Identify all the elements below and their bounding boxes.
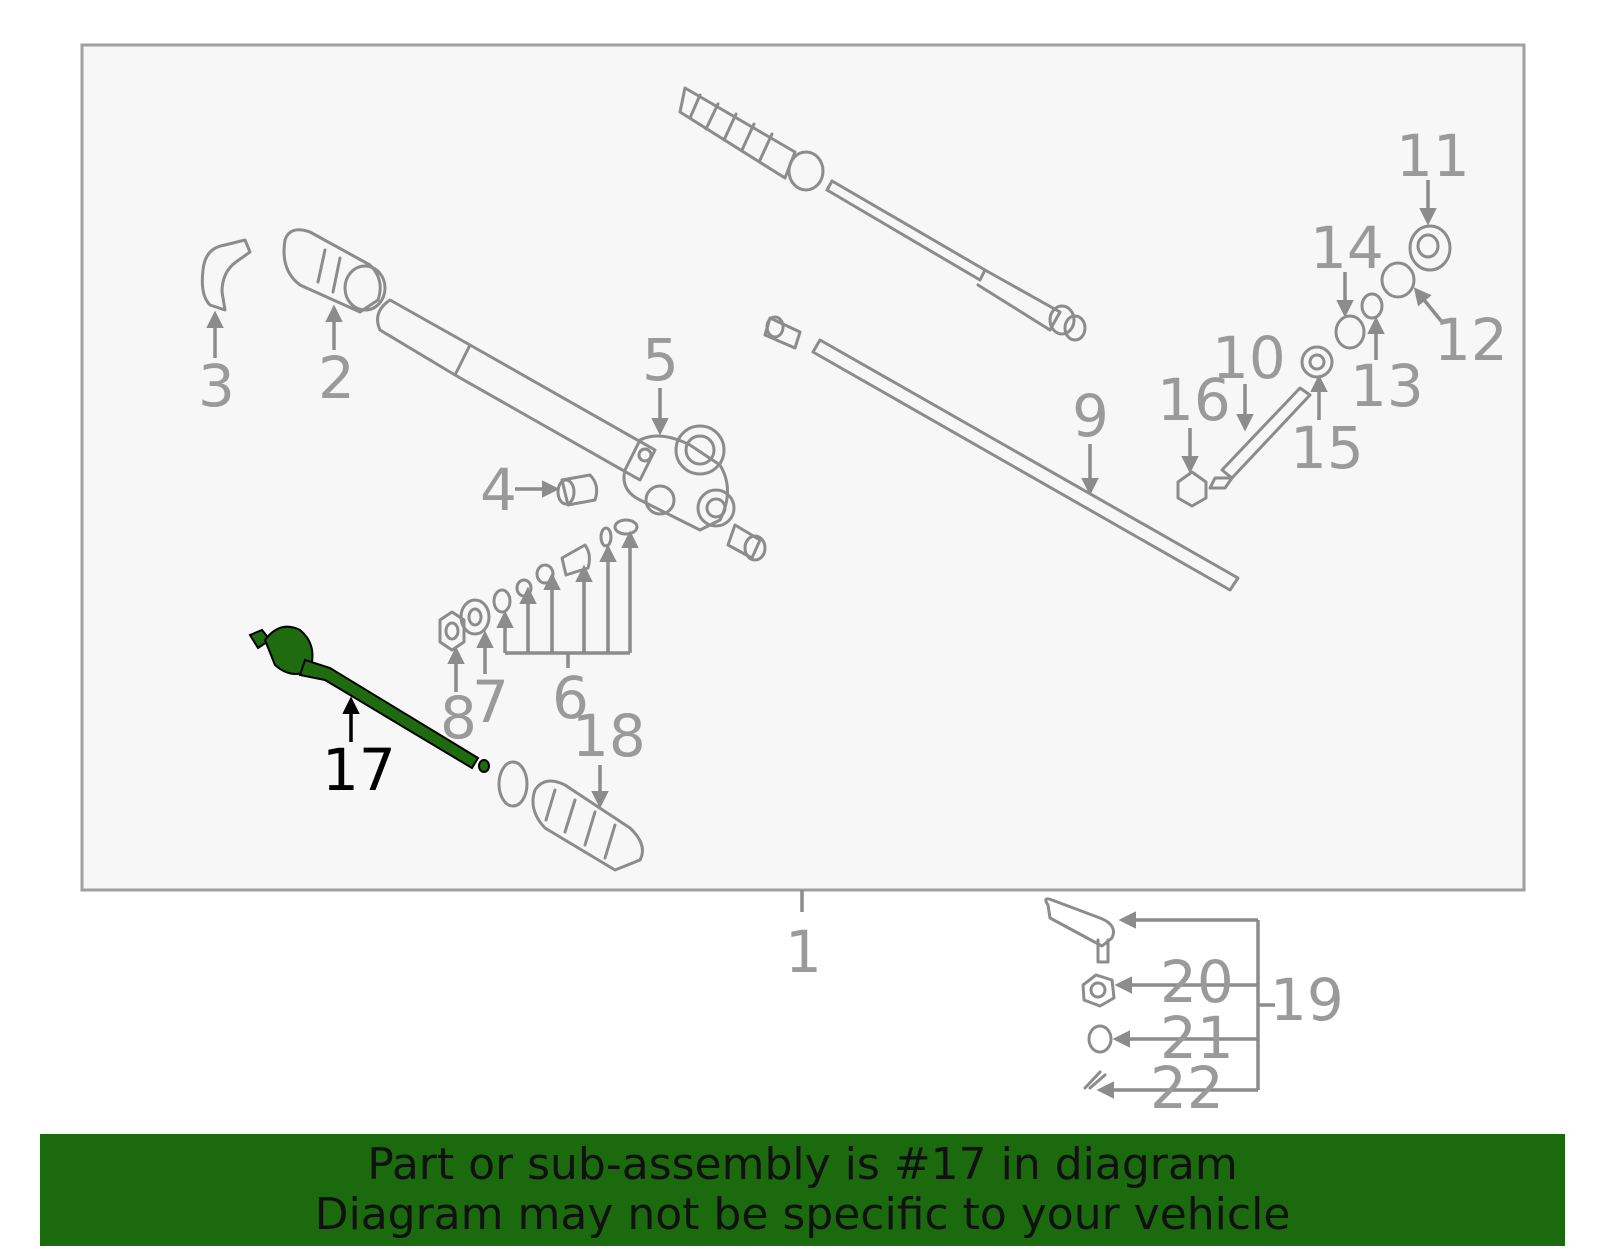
part-20-nut: [1081, 973, 1116, 1008]
part-22-cotter-pin: [1083, 1070, 1107, 1090]
part-3-clamp: [200, 238, 252, 312]
callout-4: 4: [480, 456, 517, 524]
callout-21: 21: [1160, 1004, 1234, 1072]
callout-3: 3: [198, 352, 235, 420]
part-outer-boot: [678, 86, 825, 192]
callout-19: 19: [1270, 966, 1344, 1034]
part-2-bushing: [282, 228, 387, 314]
part-10-pinion: [1208, 386, 1312, 490]
callout-11: 11: [1396, 122, 1470, 190]
callout-10: 10: [1212, 324, 1286, 392]
callout-22: 22: [1150, 1054, 1224, 1122]
part-21-washer: [1087, 1024, 1113, 1054]
callout-labels: 1 2 3 4 5 6 7 8 9 10 11 12 13 14 15 16 1…: [198, 122, 1508, 1122]
part-19-tie-rod-end: [1044, 897, 1115, 964]
footer-band: [40, 1134, 1565, 1246]
footer-notice: Part or sub-assembly is #17 in diagram D…: [40, 1134, 1565, 1246]
callout-1: 1: [785, 918, 822, 986]
part-18-boot: [497, 760, 644, 872]
callout-5: 5: [642, 326, 679, 394]
part-9-rack: [763, 315, 1240, 592]
leader-12: [1413, 287, 1444, 324]
callout-7: 7: [472, 668, 509, 736]
diagram-frame: [80, 43, 1526, 892]
part-17-inner-tie-rod: [248, 625, 490, 773]
footer-line-1: Part or sub-assembly is #17 in diagram: [367, 1139, 1238, 1190]
callout-20: 20: [1160, 948, 1234, 1016]
part-11-cap: [1408, 224, 1452, 272]
callout-9: 9: [1072, 382, 1109, 450]
callout-2: 2: [318, 344, 355, 412]
callout-12: 12: [1434, 306, 1508, 374]
part-tie-rod-upper: [825, 179, 1087, 342]
part-12-spring: [1380, 261, 1416, 299]
callout-14: 14: [1310, 214, 1384, 282]
callout-16: 16: [1157, 366, 1231, 434]
part-8-nut: [438, 610, 466, 652]
callout-8: 8: [440, 684, 477, 752]
leader-lines: [206, 180, 1444, 1099]
footer-line-2: Diagram may not be specific to your vehi…: [314, 1189, 1291, 1240]
callout-17: 17: [322, 736, 396, 804]
callout-6: 6: [552, 664, 589, 732]
callout-15: 15: [1290, 414, 1364, 482]
callout-18: 18: [572, 702, 646, 770]
leader-19-bracket: [1256, 920, 1275, 1090]
part-rack-housing: [376, 298, 767, 562]
callout-13: 13: [1350, 352, 1424, 420]
